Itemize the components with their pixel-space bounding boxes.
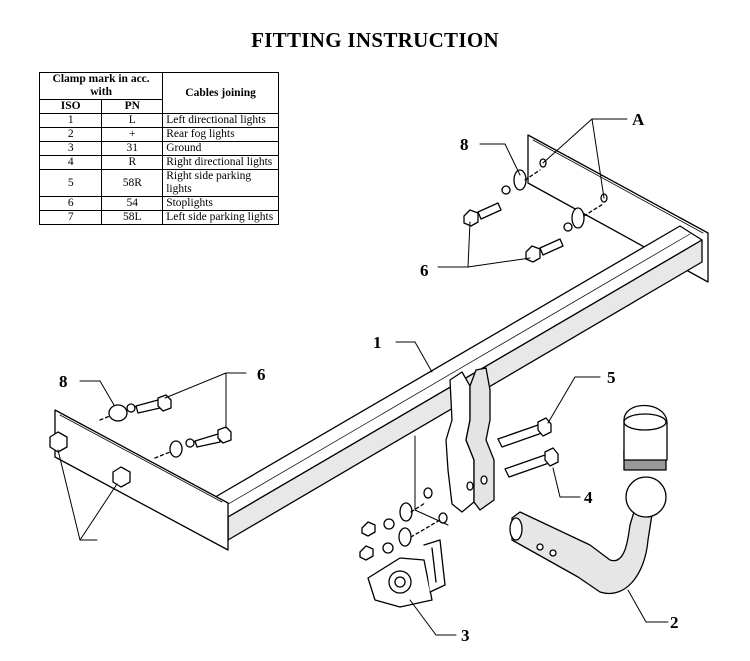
callout-8-right: 8 bbox=[460, 135, 469, 154]
callout-1: 1 bbox=[373, 333, 382, 352]
callout-5: 5 bbox=[607, 368, 616, 387]
callout-6-right: 6 bbox=[420, 261, 429, 280]
cable-cell: Stoplights bbox=[162, 196, 279, 211]
pn-header: PN bbox=[101, 99, 164, 114]
callout-a: A bbox=[632, 110, 645, 129]
bolts-item-4-5 bbox=[497, 417, 559, 478]
wiring-table: Clamp mark in acc. with Cables joining I… bbox=[38, 72, 279, 225]
callout-4: 4 bbox=[584, 488, 593, 507]
callout-6-left: 6 bbox=[257, 365, 266, 384]
left-fasteners bbox=[99, 394, 232, 459]
cables-joining-header: Cables joining bbox=[162, 72, 279, 114]
page-title: FITTING INSTRUCTION bbox=[251, 28, 499, 52]
right-top-fasteners bbox=[463, 169, 604, 263]
bracket-fasteners bbox=[359, 502, 441, 561]
socket-plate bbox=[367, 539, 446, 608]
iso-cell: 7 bbox=[38, 210, 103, 225]
center-bracket bbox=[414, 367, 495, 526]
callout-2: 2 bbox=[670, 613, 679, 632]
cable-cell: Right directional lights bbox=[162, 155, 279, 170]
callout-labels: 1 2 3 4 5 6 6 8 8 A bbox=[59, 110, 679, 645]
tow-ball-assembly bbox=[509, 404, 668, 595]
iso-cell: 4 bbox=[38, 155, 103, 170]
left-mounting-plate bbox=[49, 409, 229, 551]
leader-lines bbox=[57, 118, 669, 636]
callout-8-left: 8 bbox=[59, 372, 68, 391]
cable-cell: Left side parking lights bbox=[162, 210, 279, 225]
pn-cell: 58L bbox=[101, 210, 164, 225]
clamp-mark-header: Clamp mark in acc. with bbox=[38, 72, 164, 100]
callout-3: 3 bbox=[461, 626, 470, 645]
